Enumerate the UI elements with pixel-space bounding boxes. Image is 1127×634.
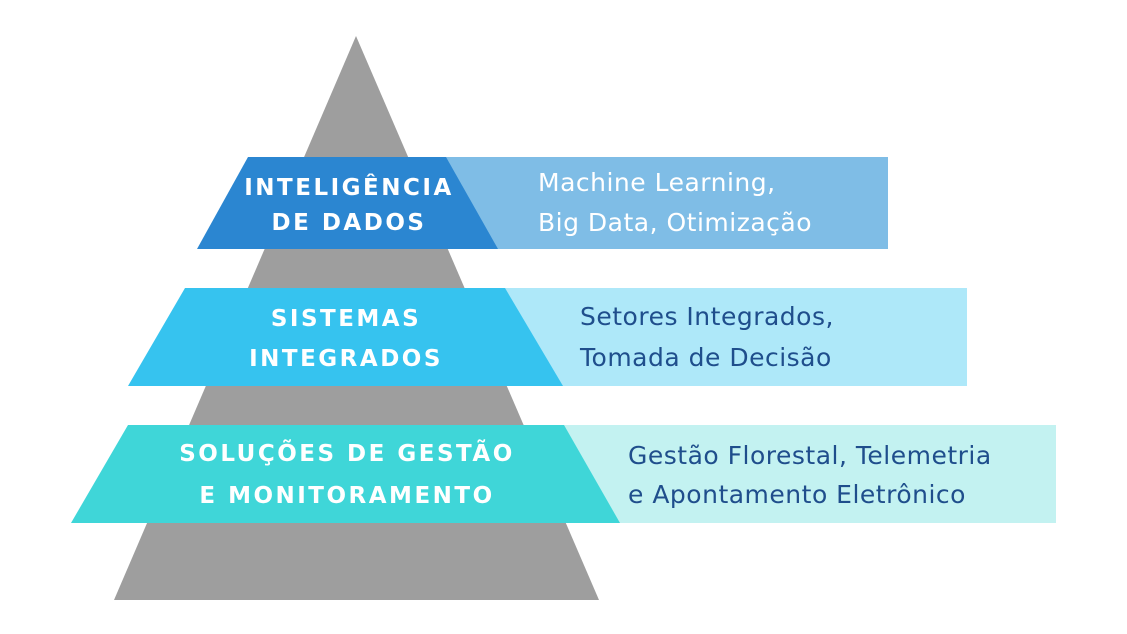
tier-2-description-line-1: Setores Integrados, [580,302,834,331]
tier-3-label-line-1: SOLUÇÕES DE GESTÃO [179,439,515,467]
tier-2-label-band [128,288,563,386]
tier-3-label-line-2: E MONITORAMENTO [199,483,494,509]
tier-3-label-band [71,425,620,523]
tier-1-description-band [425,157,888,249]
tier-2-label-line-2: INTEGRADOS [249,346,443,372]
tier-inteligencia-de-dados: INTELIGÊNCIA DE DADOS Machine Learning, … [197,157,888,249]
tier-2-description-line-2: Tomada de Decisão [579,343,832,372]
tier-3-description-band [540,425,1056,523]
tier-1-label-band [197,157,498,249]
tier-solucoes-de-gestao: SOLUÇÕES DE GESTÃO E MONITORAMENTO Gestã… [71,425,1056,523]
tier-1-label-line-1: INTELIGÊNCIA [244,173,454,201]
tier-3-description-line-2: e Apontamento Eletrônico [628,480,966,509]
tier-sistemas-integrados: SISTEMAS INTEGRADOS Setores Integrados, … [128,288,967,386]
tier-2-description-band [480,288,967,386]
tier-1-description-line-2: Big Data, Otimização [538,208,812,237]
tier-1-description-line-1: Machine Learning, [538,168,776,197]
tier-3-description-line-1: Gestão Florestal, Telemetria [628,441,992,470]
tier-2-label-line-1: SISTEMAS [271,306,421,332]
tier-1-label-line-2: DE DADOS [272,210,427,236]
